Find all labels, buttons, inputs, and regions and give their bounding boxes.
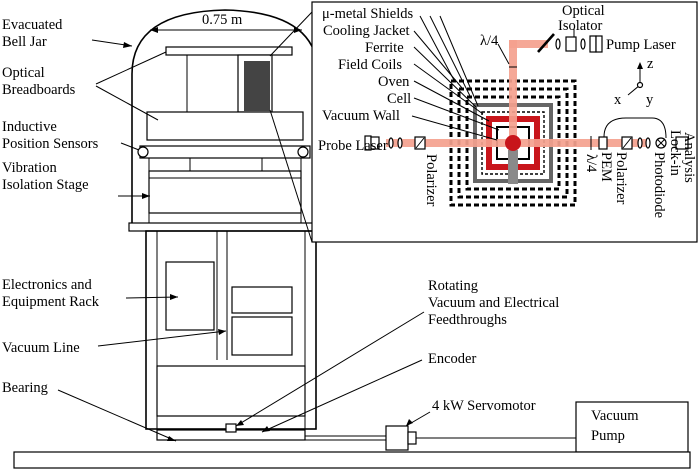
pump-laser bbox=[595, 35, 603, 53]
label-lambda-right: λ/4 bbox=[583, 154, 599, 173]
label-bell-jar-2: Bell Jar bbox=[2, 34, 47, 50]
sensor-right bbox=[297, 146, 309, 158]
label-rotating-3: Feedthroughs bbox=[428, 312, 507, 328]
inset-panel: z x y μ-metal Shields Cooling Jacket Fer… bbox=[269, 1, 698, 243]
label-sensors-1: Inductive bbox=[2, 119, 57, 135]
axis-z: z bbox=[647, 56, 654, 72]
label-vacuum-line: Vacuum Line bbox=[2, 340, 80, 356]
lower-breadboard bbox=[146, 111, 304, 141]
rack-unit-small-1 bbox=[231, 286, 293, 314]
label-breadboards-2: Breadboards bbox=[2, 82, 76, 98]
magnetometer-core bbox=[244, 61, 270, 111]
label-pem: PEM bbox=[598, 152, 614, 182]
vacuum-pump-label-2: Pump bbox=[591, 428, 625, 444]
label-lambda-top: λ/4 bbox=[480, 33, 499, 49]
pem bbox=[598, 136, 608, 150]
pump-mirror bbox=[537, 33, 555, 53]
label-vacuum-wall: Vacuum Wall bbox=[322, 108, 400, 124]
label-pump-laser: Pump Laser bbox=[606, 37, 676, 53]
label-oven: Oven bbox=[378, 74, 410, 90]
rack-unit-small-2 bbox=[231, 316, 293, 356]
label-lock-in: Lock-in bbox=[667, 130, 683, 177]
label-mu-metal: μ-metal Shields bbox=[322, 6, 413, 22]
label-field-coils: Field Coils bbox=[338, 57, 402, 73]
rack-lower-unit bbox=[156, 365, 306, 417]
isolation-stage bbox=[148, 170, 302, 214]
label-analysis: Analysis bbox=[681, 132, 697, 183]
label-servomotor: 4 kW Servomotor bbox=[432, 398, 536, 414]
label-rack-1: Electronics and bbox=[2, 277, 93, 293]
label-sensors-2: Position Sensors bbox=[2, 136, 99, 152]
vacuum-pump-label-1: Vacuum bbox=[591, 408, 639, 424]
label-rotating-2: Vacuum and Electrical bbox=[428, 295, 559, 311]
label-optical-2: Isolator bbox=[558, 18, 602, 34]
label-breadboards-1: Optical bbox=[2, 65, 45, 81]
axis-x: x bbox=[614, 92, 622, 108]
floor-slab bbox=[13, 451, 691, 469]
label-stage-1: Vibration bbox=[2, 160, 57, 176]
pump-beam-horizontal bbox=[509, 40, 548, 48]
vapor-cell bbox=[505, 135, 521, 151]
servomotor bbox=[385, 425, 409, 451]
optical-isolator bbox=[565, 36, 577, 52]
bell-jar-base bbox=[128, 222, 322, 232]
right-labels: Rotating Vacuum and Electrical Feedthrou… bbox=[235, 278, 559, 433]
label-cooling-jacket: Cooling Jacket bbox=[323, 23, 410, 39]
label-bearing: Bearing bbox=[2, 380, 48, 396]
sensor-left bbox=[137, 146, 149, 158]
label-polarizer-left: Polarizer bbox=[423, 154, 439, 207]
pump-beam-vertical bbox=[509, 40, 517, 143]
feedthrough bbox=[225, 423, 237, 433]
cell-stem bbox=[508, 150, 518, 184]
upper-breadboard bbox=[165, 46, 293, 56]
label-bell-jar-1: Evacuated bbox=[2, 17, 63, 33]
analysis-box bbox=[675, 136, 689, 150]
label-ferrite: Ferrite bbox=[365, 40, 404, 56]
label-rack-2: Equipment Rack bbox=[2, 294, 100, 310]
label-optical-1: Optical bbox=[562, 3, 605, 19]
label-polarizer-right: Polarizer bbox=[613, 152, 629, 205]
label-stage-2: Isolation Stage bbox=[2, 177, 89, 193]
label-encoder: Encoder bbox=[428, 351, 476, 367]
label-probe-laser: Probe Laser bbox=[318, 138, 388, 154]
probe-laser bbox=[370, 136, 380, 150]
axis-y: y bbox=[646, 92, 654, 108]
dimension-label: 0.75 m bbox=[202, 12, 243, 28]
label-rotating-1: Rotating bbox=[428, 278, 478, 294]
label-photodiode: Photodiode bbox=[651, 152, 667, 218]
label-cell: Cell bbox=[387, 91, 411, 107]
left-labels: Evacuated Bell Jar Optical Breadboards I… bbox=[2, 17, 227, 442]
